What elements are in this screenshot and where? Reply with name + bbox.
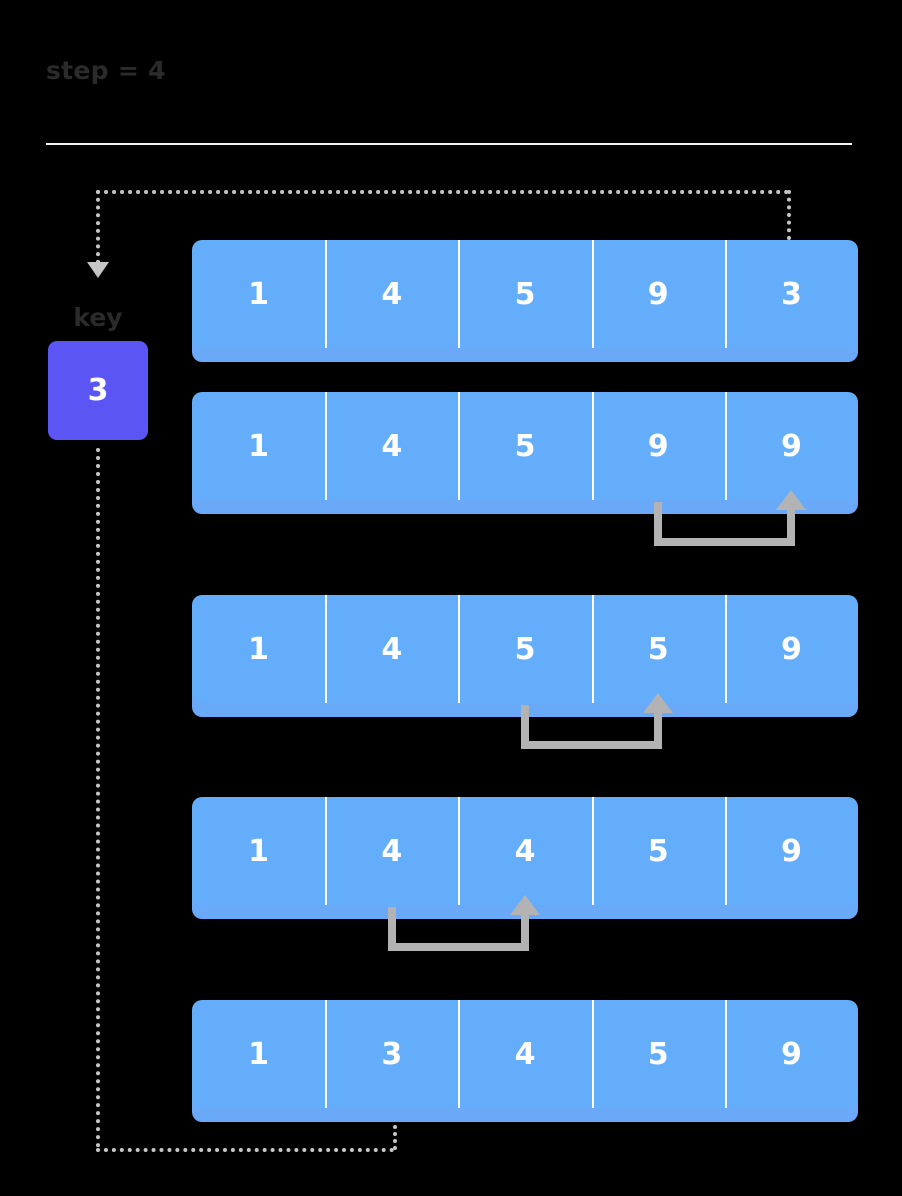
- array-cell[interactable]: 5: [458, 392, 591, 500]
- swap-connector-arrow-icon: [510, 895, 540, 915]
- swap-connector-arrow-icon: [776, 490, 807, 510]
- swap-connector-target-leg: [787, 508, 796, 546]
- swap-connector-target-leg: [654, 711, 663, 749]
- key-intake-dotted-path-top-leg: [96, 190, 789, 194]
- array-cell[interactable]: 3: [724, 240, 858, 348]
- array-cell[interactable]: 5: [458, 240, 591, 348]
- array-cell[interactable]: 9: [591, 240, 725, 348]
- array-cell[interactable]: 1: [248, 631, 270, 667]
- key-value-box: 3: [48, 341, 148, 440]
- key-insert-dotted-path-bottom-leg: [96, 1148, 394, 1152]
- array-cell[interactable]: 1: [248, 1036, 270, 1072]
- array-cell[interactable]: 9: [724, 595, 858, 703]
- swap-connector-source-leg: [521, 705, 529, 749]
- array-cell[interactable]: 9: [724, 1000, 858, 1108]
- array-cell[interactable]: 5: [458, 595, 591, 703]
- array-cell[interactable]: 4: [458, 1000, 591, 1108]
- array-cell[interactable]: 4: [458, 797, 591, 905]
- key-insert-dotted-path-right-leg: [393, 1118, 397, 1150]
- array-cell[interactable]: 4: [325, 392, 458, 500]
- swap-connector-base: [654, 538, 796, 546]
- array-cell[interactable]: 4: [325, 797, 458, 905]
- array-cell[interactable]: 9: [724, 392, 858, 500]
- array-cell[interactable]: 9: [591, 392, 725, 500]
- array-cell[interactable]: 1: [248, 276, 270, 312]
- key-intake-arrow-icon: [87, 262, 109, 278]
- array-cell[interactable]: 9: [724, 797, 858, 905]
- array-cell[interactable]: 5: [591, 797, 725, 905]
- swap-connector-base: [387, 943, 529, 951]
- swap-connector-target-leg: [521, 913, 529, 951]
- key-label: key: [73, 303, 123, 332]
- header-divider: [46, 143, 852, 145]
- swap-connector-source-leg: [654, 502, 663, 546]
- key-intake-dotted-path-left-leg: [96, 190, 100, 264]
- array-cell[interactable]: 1: [248, 428, 270, 464]
- array-cell[interactable]: 4: [325, 595, 458, 703]
- array-cell[interactable]: 5: [591, 595, 725, 703]
- key-insert-dotted-path-left-leg: [96, 448, 100, 1148]
- array-cell[interactable]: 1: [248, 833, 270, 869]
- page-title: step = 4: [46, 56, 166, 85]
- swap-connector-source-leg: [387, 907, 396, 951]
- array-cell[interactable]: 3: [325, 1000, 458, 1108]
- array-cell[interactable]: 5: [591, 1000, 725, 1108]
- array-cell[interactable]: 4: [325, 240, 458, 348]
- swap-connector-base: [521, 741, 663, 749]
- swap-connector-arrow-icon: [643, 693, 674, 713]
- key-intake-dotted-path-right-leg: [787, 190, 791, 240]
